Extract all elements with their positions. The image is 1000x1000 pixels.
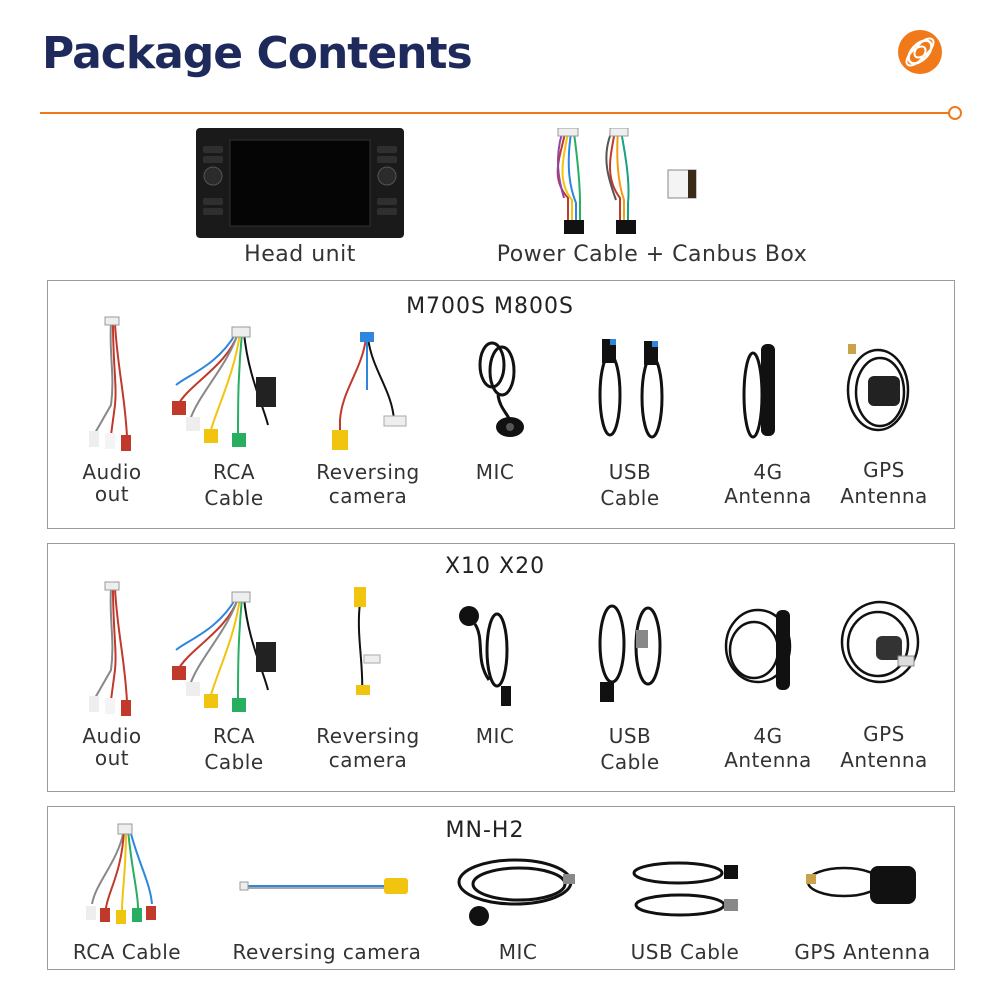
item-label: MIC — [498, 940, 538, 964]
item-label-line2: Antenna — [840, 484, 928, 508]
rca-cable-image — [168, 325, 283, 453]
mic-image — [455, 600, 527, 710]
item-label-line1: GPS — [863, 722, 905, 746]
4g-antenna-image — [735, 340, 785, 445]
section-mn-h2 — [47, 806, 955, 970]
item-label: GPS Antenna — [794, 940, 931, 964]
section-title: MN-H2 — [445, 818, 525, 843]
rca-cable-image — [82, 822, 162, 934]
audio-out-cable-image — [75, 315, 145, 455]
item-label-line1: Audio — [82, 724, 142, 748]
section-title: X10 X20 — [444, 554, 546, 579]
item-label-line1: Reversing — [316, 460, 420, 484]
item-label-line2: camera — [328, 484, 408, 508]
page-title: Package Contents — [42, 28, 473, 79]
item-label-line1: MIC — [475, 460, 515, 484]
section-m700s-m800s — [47, 280, 955, 529]
reversing-camera-cable-image — [338, 585, 388, 715]
item-label-line2: Cable — [600, 486, 660, 510]
item-label-line2: Antenna — [724, 484, 812, 508]
item-label-line2: out — [94, 746, 130, 770]
4g-antenna-image — [718, 600, 813, 695]
item-label-line1: 4G — [753, 460, 783, 484]
item-label: RCA Cable — [72, 940, 182, 964]
item-label-line1: Reversing — [316, 724, 420, 748]
mic-image — [455, 852, 580, 930]
reversing-camera-cable-image — [322, 330, 412, 458]
item-label-line2: Antenna — [840, 748, 928, 772]
gps-antenna-image — [800, 858, 920, 916]
audio-out-cable-image — [75, 580, 145, 720]
item-label: Reversing camera — [232, 940, 422, 964]
item-label-line2: Cable — [204, 486, 264, 510]
item-label-line1: Audio — [82, 460, 142, 484]
section-x10-x20 — [47, 543, 955, 792]
item-label-line1: USB — [608, 460, 652, 484]
reversing-camera-cable-image — [238, 872, 413, 902]
header-divider-end-circle — [948, 106, 962, 120]
item-label-line1: 4G — [753, 724, 783, 748]
section-title: M700S M800S — [406, 294, 574, 319]
rca-cable-image — [168, 590, 283, 718]
header-divider — [40, 112, 950, 114]
item-label-line1: RCA — [212, 724, 256, 748]
item-label-line2: out — [94, 482, 130, 506]
usb-cable-image — [592, 600, 672, 710]
usb-cable-image — [630, 855, 740, 925]
gps-antenna-image — [838, 340, 928, 440]
item-label-line2: camera — [328, 748, 408, 772]
item-label-line2: Cable — [204, 750, 264, 774]
brand-logo-icon — [896, 28, 944, 76]
usb-cable-image — [590, 335, 675, 445]
item-label-line1: GPS — [863, 458, 905, 482]
item-label-line1: USB — [608, 724, 652, 748]
head-unit-label: Head unit — [244, 242, 356, 267]
gps-antenna-image — [836, 598, 930, 698]
item-label: USB Cable — [630, 940, 740, 964]
item-label-line2: Cable — [600, 750, 660, 774]
mic-image — [470, 335, 532, 443]
item-label-line1: RCA — [212, 460, 256, 484]
head-unit-image — [196, 128, 404, 238]
power-cable-label: Power Cable + Canbus Box — [496, 242, 808, 267]
item-label-line2: Antenna — [724, 748, 812, 772]
power-cable-image — [540, 128, 730, 240]
item-label-line1: MIC — [475, 724, 515, 748]
